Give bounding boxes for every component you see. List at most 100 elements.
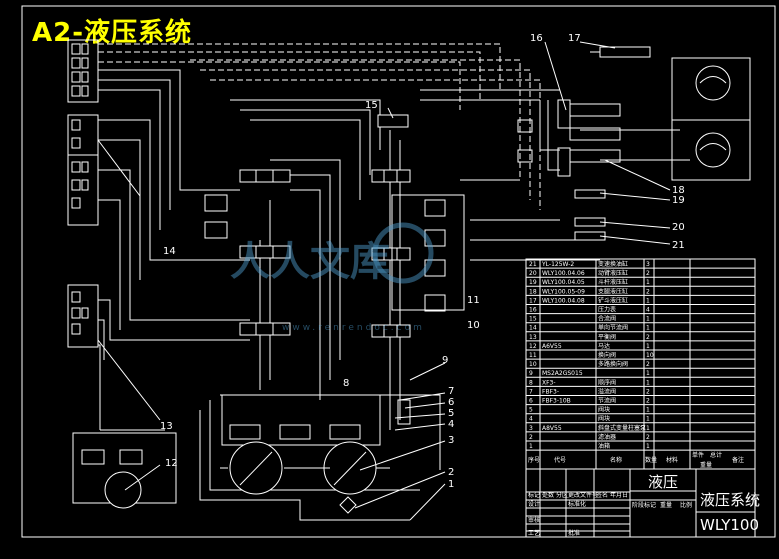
bom-row-no: 18 <box>529 288 537 295</box>
bom-row-code: MS2A2GS015 <box>542 370 583 377</box>
tb-design: 设计 <box>528 500 540 508</box>
bom-row-qty: 1 <box>646 379 650 386</box>
bom-row-name: 节流阀 <box>598 397 616 405</box>
tb-change: 更改文件号 <box>568 491 598 499</box>
callout-19: 19 <box>672 195 685 206</box>
bom-header-total: 总计 <box>710 451 722 459</box>
callout-21: 21 <box>672 240 685 251</box>
bom-row-no: 7 <box>529 388 533 395</box>
callout-15: 15 <box>365 100 378 111</box>
left-valve-bank-top <box>67 39 99 103</box>
part-name: 液压 <box>648 473 678 491</box>
directional-valves-right <box>371 169 411 338</box>
bom-header-name: 名称 <box>610 456 622 464</box>
hydraulic-motor <box>72 432 177 509</box>
bom-row-no: 13 <box>529 334 537 341</box>
title-block: 液压 液压系统 WLY100 标记 处数 分区 更改文件号 签名 年月日 设计 … <box>525 468 760 538</box>
tb-review: 审核 <box>528 516 540 524</box>
bom-row-qty: 1 <box>646 443 650 450</box>
bom-row-qty: 1 <box>646 370 650 377</box>
bom-row-no: 19 <box>529 279 537 286</box>
bom-row-code: YL-125W-2 <box>541 261 574 268</box>
bom-row-qty: 2 <box>646 334 650 341</box>
callout-12: 12 <box>165 458 178 469</box>
bom-row-no: 14 <box>529 325 537 332</box>
travel-motors <box>671 57 751 181</box>
bom-row-name: 平衡阀 <box>598 333 616 341</box>
tb-sign: 签名 <box>596 491 608 499</box>
merge-valve <box>377 114 409 128</box>
callout-8: 8 <box>343 378 349 389</box>
tb-zone: 分区 <box>556 491 568 499</box>
bom-header-single: 单件 <box>692 451 704 459</box>
bom-header-material: 材料 <box>666 456 678 464</box>
bom-row-name: 滤油器 <box>598 433 616 441</box>
bom-row-name: 压力表 <box>598 306 616 314</box>
bom-row-name: 动臂液压缸 <box>598 269 628 277</box>
bom-row-no: 6 <box>529 398 533 405</box>
bom-row-no: 9 <box>529 370 533 377</box>
callout-9: 9 <box>442 355 448 366</box>
callout-1: 1 <box>448 479 454 490</box>
bom-row-no: 17 <box>529 297 537 304</box>
bom-row-code: A8V55 <box>542 425 562 432</box>
left-valve-bank-mid <box>67 114 99 226</box>
bom-header-code: 代号 <box>554 456 566 464</box>
bom-row-no: 2 <box>529 434 533 441</box>
pipe-network <box>98 43 690 521</box>
callout-3: 3 <box>448 435 454 446</box>
callout-20: 20 <box>672 222 685 233</box>
callout-6: 6 <box>448 397 454 408</box>
bom-row-no: 10 <box>529 361 537 368</box>
tb-scale: 比例 <box>680 501 692 509</box>
bom-row-name: 单向节流阀 <box>598 324 628 332</box>
callout-2: 2 <box>448 467 454 478</box>
watermark-text: 人人文库 <box>230 239 390 285</box>
bom-row-code: WLY100.04.05 <box>542 279 585 286</box>
directional-valves-left <box>239 169 291 336</box>
bom-row-name: 多路换向阀 <box>598 360 628 368</box>
tb-date: 年月日 <box>610 491 628 499</box>
bom-row-no: 4 <box>529 416 533 423</box>
bom-row-name: 变速换油缸 <box>598 260 628 268</box>
pump-assembly <box>220 394 411 514</box>
bom-row-qty: 1 <box>646 325 650 332</box>
callout-13: 13 <box>160 421 173 432</box>
bom-row-qty: 2 <box>646 361 650 368</box>
bom-row-name: 合流阀 <box>598 315 616 323</box>
watermark: 人人文库 www.renrendoc.com <box>230 222 434 333</box>
bom-row-qty: 1 <box>646 279 650 286</box>
bom-header-no: 序号 <box>528 456 540 464</box>
drawing-number: WLY100 <box>700 516 759 534</box>
callout-11: 11 <box>467 295 480 306</box>
tb-process: 工艺 <box>528 529 540 537</box>
tb-count: 处数 <box>542 491 554 499</box>
bom-row-qty: 3 <box>646 261 650 268</box>
drawing-frame <box>21 5 776 538</box>
bom-row-qty: 2 <box>646 398 650 405</box>
callout-4: 4 <box>448 419 454 430</box>
drawing-title: A2-液压系统 <box>32 18 193 48</box>
tb-stage: 阶段标记 <box>632 501 656 509</box>
bom-row-name: 顺序阀 <box>598 378 616 386</box>
bom-row-qty: 2 <box>646 434 650 441</box>
bom-row-code: XF3- <box>542 379 556 386</box>
actuator-cylinders <box>517 46 651 241</box>
bom-row-name: 换向阀 <box>598 351 616 359</box>
bom-row-code: A6V55 <box>542 343 562 350</box>
bom-row-code: FBF3- <box>542 388 559 395</box>
bom-row-qty: 1 <box>646 425 650 432</box>
bom-row-name: 油箱 <box>598 442 610 450</box>
bom-row-no: 20 <box>529 270 537 277</box>
callout-5: 5 <box>448 408 454 419</box>
bom-row-qty: 2 <box>646 288 650 295</box>
bom-header-remark: 备注 <box>732 456 744 464</box>
tb-standard: 标准化 <box>568 500 586 508</box>
bom-row-no: 15 <box>529 316 537 323</box>
bom-header-qty: 数量 <box>645 456 657 464</box>
leader-lines <box>97 41 671 521</box>
bom-row-code: WLY100.04.06 <box>542 270 585 277</box>
bom-row-no: 8 <box>529 379 533 386</box>
